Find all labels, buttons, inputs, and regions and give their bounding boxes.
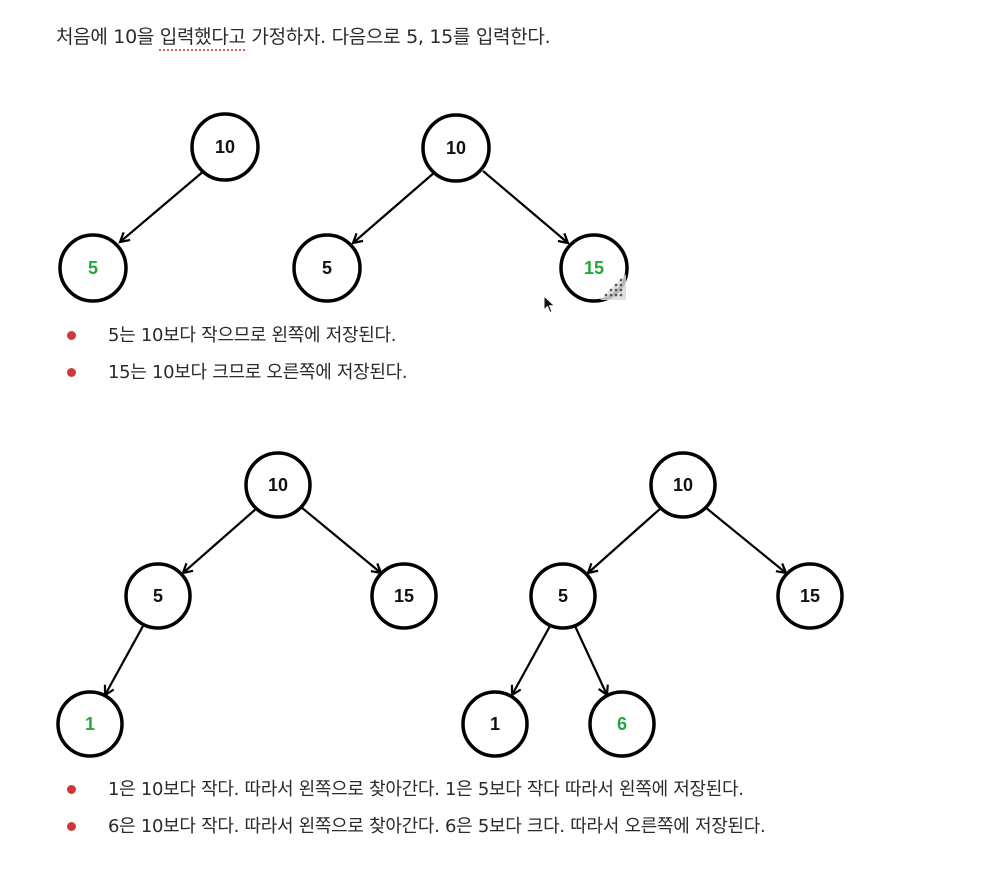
tree4-node-left: 5 <box>529 562 597 630</box>
resize-grip-icon[interactable] <box>600 274 626 300</box>
tree3-left-label: 5 <box>153 586 163 606</box>
tree3-node-left: 5 <box>124 562 192 630</box>
intro-misspelled-word: 입력했다고 <box>159 26 246 48</box>
tree3-right-label: 15 <box>394 586 414 606</box>
tree4-node-root: 10 <box>649 451 717 519</box>
list-item: 15는 10보다 크므로 오른쪽에 저장된다. <box>66 354 408 391</box>
tree1-root-label: 10 <box>215 137 235 157</box>
tree1-node-root: 10 <box>190 112 260 182</box>
tree4-right-label: 15 <box>800 586 820 606</box>
edge-10-to-15 <box>704 506 786 573</box>
tree1-node-left-new: 5 <box>58 233 128 303</box>
mouse-pointer-icon <box>543 295 556 314</box>
intro-before: 처음에 10을 <box>56 26 160 48</box>
edge-5-to-6 <box>574 625 607 695</box>
intro-text: 처음에 10을 입력했다고 가정하자. 다음으로 5, 15를 입력한다. <box>56 22 551 49</box>
tree4-root-label: 10 <box>673 475 693 495</box>
tree-3: 10 5 15 1 <box>56 451 438 758</box>
tree2-left-label: 5 <box>322 258 332 278</box>
edge-5-to-1 <box>105 625 144 695</box>
edge-10-to-5 <box>588 507 662 573</box>
tree2-node-left: 5 <box>292 233 362 303</box>
list-item: 5는 10보다 작으므로 왼쪽에 저장된다. <box>66 317 407 354</box>
tree3-node-right: 15 <box>370 562 438 630</box>
bullet-list-second: 1은 10보다 작다. 따라서 왼쪽으로 찾아간다. 1은 5보다 작다 따라서… <box>66 771 766 845</box>
bullet-text: 1은 10보다 작다. 따라서 왼쪽으로 찾아간다. 1은 5보다 작다 따라서… <box>108 779 744 800</box>
tree-1: 10 5 <box>58 112 260 303</box>
tree4-left-label: 5 <box>558 586 568 606</box>
tree3-node-left-left-new: 1 <box>56 690 124 758</box>
tree4-node-left-left: 1 <box>461 690 529 758</box>
tree2-right-label: 15 <box>584 258 604 278</box>
bullet-text: 15는 10보다 크므로 오른쪽에 저장된다. <box>108 362 408 383</box>
edge-10-to-5 <box>120 169 206 242</box>
tree4-left-left-label: 1 <box>490 714 500 734</box>
bullet-text: 5는 10보다 작으므로 왼쪽에 저장된다. <box>108 325 397 346</box>
tree4-left-right-label: 6 <box>617 714 627 734</box>
tree2-root-label: 10 <box>446 138 466 158</box>
tree4-node-right: 15 <box>776 562 844 630</box>
tree-2: 10 5 15 <box>292 113 629 303</box>
edge-10-to-5 <box>353 171 436 243</box>
edge-10-to-15 <box>300 506 381 573</box>
list-item: 1은 10보다 작다. 따라서 왼쪽으로 찾아간다. 1은 5보다 작다 따라서… <box>66 771 765 808</box>
tree2-node-right-new: 15 <box>559 233 629 303</box>
list-item: 6은 10보다 작다. 따라서 왼쪽으로 찾아간다. 6은 5보다 크다. 따라… <box>66 808 766 845</box>
tree1-left-label: 5 <box>88 258 98 278</box>
intro-after: 가정하자. 다음으로 5, 15를 입력한다. <box>245 26 551 48</box>
tree2-node-root: 10 <box>421 113 491 183</box>
bullet-dot-icon <box>67 822 76 831</box>
edge-10-to-5 <box>183 507 258 573</box>
tree-4: 10 5 15 1 6 <box>461 451 844 758</box>
tree3-node-root: 10 <box>244 451 312 519</box>
tree3-root-label: 10 <box>268 475 288 495</box>
edge-10-to-15 <box>482 170 568 243</box>
tree4-node-left-right-new: 6 <box>588 690 656 758</box>
bullet-dot-icon <box>67 368 76 377</box>
bullet-dot-icon <box>67 785 76 794</box>
bullet-dot-icon <box>67 331 76 340</box>
bullet-text: 6은 10보다 작다. 따라서 왼쪽으로 찾아간다. 6은 5보다 크다. 따라… <box>108 816 766 837</box>
bullet-list-first: 5는 10보다 작으므로 왼쪽에 저장된다. 15는 10보다 크므로 오른쪽에… <box>66 317 408 391</box>
edge-5-to-1 <box>512 625 551 695</box>
tree3-left-left-label: 1 <box>85 714 95 734</box>
